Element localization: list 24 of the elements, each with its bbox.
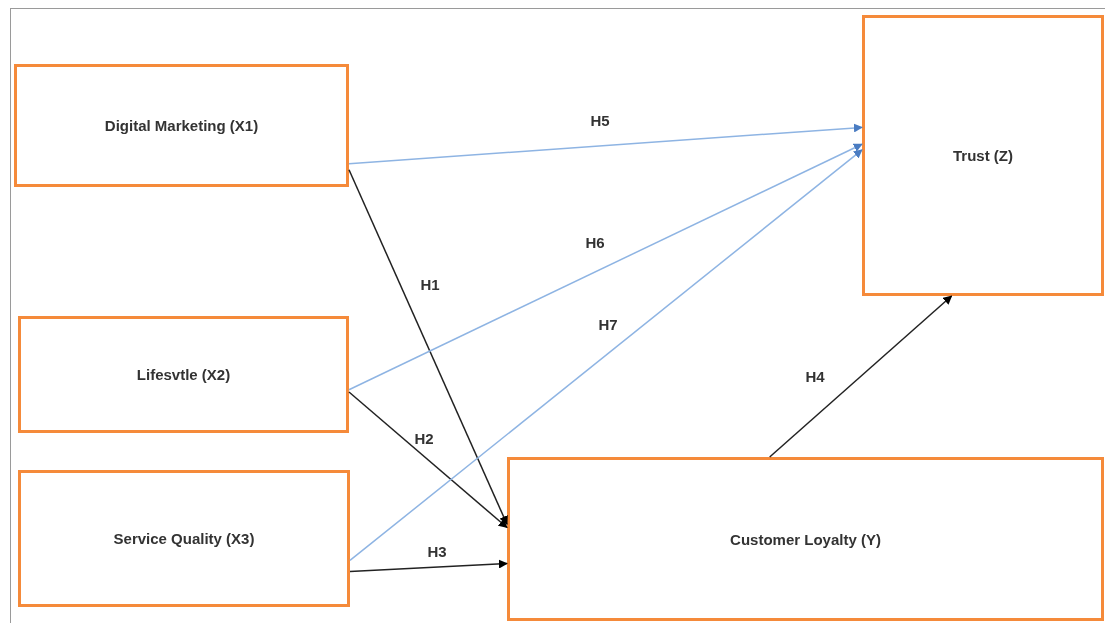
arrow [349, 559, 508, 573]
edge-label: H2 [414, 429, 434, 447]
variable-label: Digital Marketing (X1) [104, 117, 259, 134]
arrow [349, 149, 863, 562]
arrow [348, 391, 508, 529]
arrow [348, 169, 508, 526]
variable-box [14, 64, 349, 187]
variable-box [18, 316, 349, 433]
variable-label: Customer Loyalty (Y) [730, 530, 881, 548]
edge-label: H7 [598, 315, 618, 333]
edge-label: H1 [420, 275, 440, 293]
arrow [768, 295, 953, 458]
edge-label: H5 [590, 111, 610, 129]
edge-label: H6 [585, 233, 605, 251]
variable-box [507, 457, 1104, 621]
edge-label: H3 [427, 542, 447, 560]
variable-box [18, 470, 350, 607]
variable-box [862, 15, 1104, 296]
arrow [348, 123, 863, 165]
arrow [348, 143, 863, 391]
variable-label: Trust (Z) [953, 147, 1013, 164]
variable-label: Service Quality (X3) [113, 530, 255, 547]
variable-label: Lifesvtle (X2) [136, 366, 231, 383]
edge-label: H4 [805, 367, 825, 385]
